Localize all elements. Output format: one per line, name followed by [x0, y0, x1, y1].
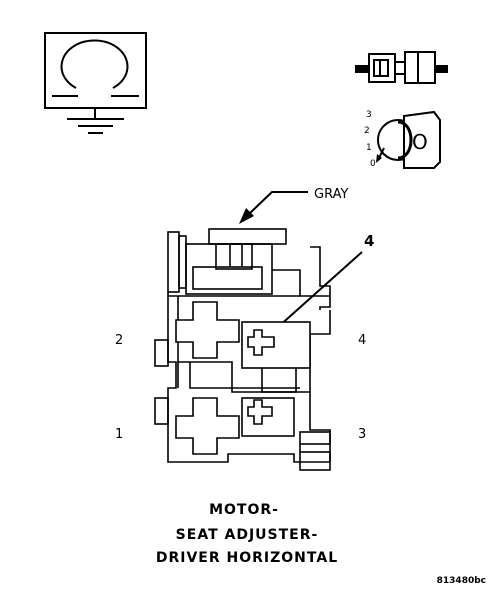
switch-position-2: 2 [364, 126, 370, 136]
title-line-3: DRIVER HORIZONTAL [156, 550, 338, 566]
pin-cavity-3 [241, 397, 295, 437]
title-line-1: MOTOR- [209, 502, 279, 518]
switch-position-1: 1 [366, 143, 372, 153]
wire-color-label: GRAY [314, 187, 348, 202]
pin-label-3: 3 [358, 427, 366, 442]
connector-body [154, 228, 331, 471]
connector-plug-icon [355, 51, 448, 84]
key-letter: O [412, 130, 428, 154]
figure-id: 813480bc [437, 576, 486, 586]
pin-cavity-2 [175, 301, 240, 359]
ignition-switch-key-icon: O 3 2 1 0 [364, 110, 441, 169]
pin-label-1: 1 [115, 427, 123, 442]
callout-number: 4 [364, 232, 374, 250]
pin-label-2: 2 [115, 333, 123, 348]
title-line-2: SEAT ADJUSTER- [176, 527, 319, 543]
pin-cavity-4 [241, 321, 311, 369]
switch-position-3: 3 [366, 110, 372, 120]
pin-cavity-1 [175, 397, 240, 455]
switch-position-0: 0 [370, 159, 376, 169]
pin-label-4: 4 [358, 333, 366, 348]
gray-leader-arrow [239, 191, 308, 224]
ground-symbol-icon [44, 32, 147, 134]
